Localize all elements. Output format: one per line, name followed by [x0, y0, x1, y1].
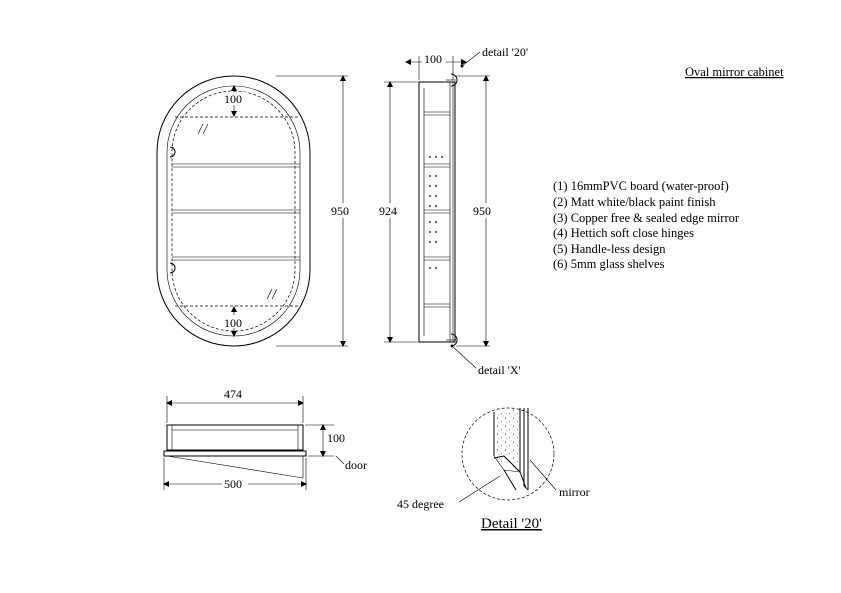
dim-side-depth: 100 — [424, 52, 442, 66]
feature-item: (3) Copper free & sealed edge mirror — [553, 211, 740, 225]
dim-front-height: 950 — [331, 204, 349, 218]
dim-plan-depth: 100 — [327, 431, 345, 445]
label-door: door — [345, 458, 367, 472]
label-mirror: mirror — [559, 485, 590, 499]
label-45-degree: 45 degree — [397, 497, 444, 511]
feature-item: (4) Hettich soft close hinges — [553, 226, 694, 240]
dim-outer-width: 500 — [224, 477, 242, 491]
side-body — [418, 81, 456, 343]
front-view: 100 100 950 — [156, 75, 356, 347]
detail-title: Detail '20' — [481, 516, 542, 532]
label-detail-x: detail 'X' — [478, 363, 521, 377]
detail-20: 45 degree mirror Detail '20' — [397, 407, 590, 532]
feature-item: (1) 16mmPVC board (water-proof) — [553, 179, 729, 193]
feature-item: (6) 5mm glass shelves — [553, 257, 665, 271]
cabinet-inner-outline — [166, 85, 301, 337]
glass-marks — [197, 123, 278, 300]
side-view: 100 detail '20' detail 'X' 924 950 — [377, 45, 528, 377]
dim-inner-width: 474 — [224, 387, 242, 401]
dim-top-inset: 100 — [224, 92, 242, 106]
feature-list: (1) 16mmPVC board (water-proof) (2) Matt… — [553, 179, 740, 271]
mirror-dashed-outline — [171, 90, 296, 332]
feature-item: (2) Matt white/black paint finish — [553, 195, 716, 209]
plan-body — [166, 424, 304, 451]
plan-door — [163, 450, 307, 457]
label-detail-20: detail '20' — [482, 45, 528, 59]
drawing-title: Oval mirror cabinet — [685, 65, 784, 79]
hinges — [169, 146, 176, 274]
feature-item: (5) Handle-less design — [553, 242, 666, 256]
dim-bottom-inset: 100 — [224, 316, 242, 330]
detail-circle — [461, 407, 555, 501]
plan-view: 474 500 100 door — [163, 386, 367, 491]
glass-shelves — [172, 116, 300, 307]
dim-outer-height: 950 — [473, 204, 491, 218]
dim-inner-height: 924 — [379, 204, 397, 218]
cabinet-outline — [156, 75, 311, 347]
shelf-pin-holes — [429, 156, 443, 269]
